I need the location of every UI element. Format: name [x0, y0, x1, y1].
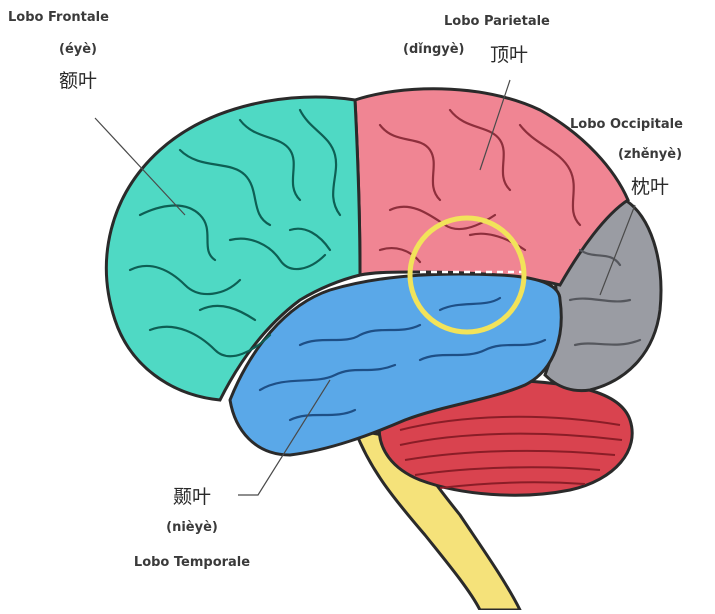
temporal-lobe-hanzi: 颞叶: [173, 482, 211, 509]
frontal-lobe-pinyin: (éyè): [59, 42, 97, 57]
occipital-lobe-name: Lobo Occipitale: [570, 117, 683, 132]
parietal-lobe-hanzi: 顶叶: [490, 40, 528, 67]
parietal-lobe-name: Lobo Parietale: [444, 14, 550, 29]
occipital-lobe-pinyin: (zhěnyè): [618, 147, 682, 162]
temporal-lobe-name: Lobo Temporale: [134, 555, 250, 570]
frontal-lobe-hanzi: 额叶: [59, 66, 97, 93]
parietal-lobe-pinyin: (dǐngyè): [403, 42, 465, 57]
frontal-lobe-name: Lobo Frontale: [8, 10, 109, 25]
occipital-lobe-hanzi: 枕叶: [631, 172, 669, 199]
temporal-lobe-pinyin: (nièyè): [166, 520, 218, 535]
